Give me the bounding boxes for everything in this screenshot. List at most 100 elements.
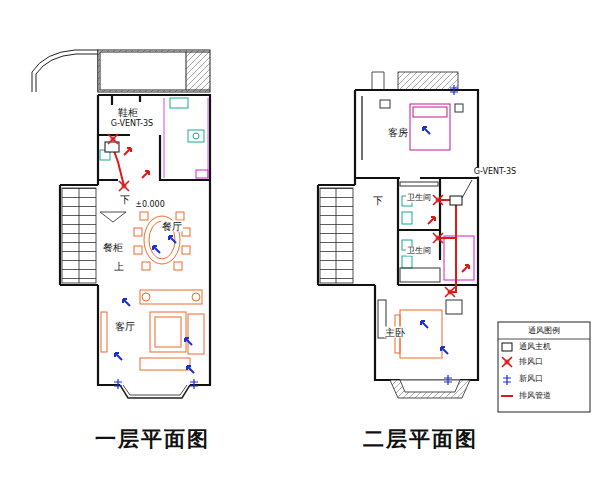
room-label: 主卧 [384, 327, 406, 338]
legend-box-part [498, 322, 590, 412]
floor1-kitchen-part [193, 133, 199, 139]
floor1-dining-table-part [134, 246, 142, 254]
floor1-dining-table-part [176, 212, 184, 220]
floor2-ventilation-part [440, 200, 456, 292]
floor1-dining-table-part [182, 246, 190, 254]
floor1-ventilation-part [187, 366, 194, 373]
floor2-bottom-bay [390, 380, 470, 398]
floor1-living-furniture-part [101, 312, 107, 352]
floor2-guest-bed [380, 100, 463, 150]
floor2-ventilation-part [441, 347, 448, 354]
floor2-ventilation-part [462, 265, 469, 272]
room-label: G-VENT-3S [473, 168, 517, 177]
floor2-ventilation-part [450, 196, 462, 205]
floor1-living-furniture-part [188, 314, 204, 354]
floor1-stair-part [100, 212, 126, 222]
floor1-terrace-part [98, 50, 210, 92]
floor2-guest-bed-part [380, 100, 390, 108]
floor2-ventilation-part [421, 321, 428, 328]
floor2-walls [318, 90, 478, 380]
room-label: 下 [372, 195, 384, 206]
floor2-guest-bed-part [455, 104, 463, 112]
floor2-bathroom-fixtures-part [402, 256, 412, 268]
room-label: G-VENT-3S [110, 120, 154, 129]
legend-text: 排风口 [518, 358, 544, 367]
floor2-bathroom-fixtures-part [400, 182, 438, 186]
floor1-walls-part [60, 185, 98, 285]
floor1-dining-table-part [134, 228, 142, 236]
room-label: 卫生间 [406, 247, 432, 256]
floor1-dining-table-part [140, 212, 148, 220]
floor2-walls-part [398, 178, 478, 285]
floor2-walls-part [361, 96, 362, 160]
room-label: 卫生间 [406, 194, 432, 203]
floor2-walls-part [439, 178, 441, 260]
room-label: 客厅 [114, 321, 136, 332]
legend-box [498, 322, 590, 412]
floor1-ventilation [105, 134, 198, 389]
room-label: 下 [119, 194, 131, 205]
room-label: 上 [113, 261, 125, 272]
floor1-ventilation-part [124, 148, 131, 155]
floor2-stair-part [320, 188, 353, 283]
legend-text: 新风口 [518, 375, 544, 384]
floor2-master-bed-part [400, 310, 442, 358]
floor2-ventilation-part [462, 180, 472, 198]
legend-box-part [502, 343, 512, 351]
floor1-living-furniture-part [140, 358, 190, 370]
room-label: 通风图例 [527, 327, 561, 336]
legend-box-part [502, 357, 512, 367]
floor2-bathroom-fixtures-part [444, 236, 474, 280]
floor1-dining-table [134, 212, 190, 270]
floor1-ventilation-part [115, 353, 122, 360]
floor1-kitchen-part [188, 130, 204, 142]
floor2-stair-part [336, 188, 337, 283]
floor1-living-furniture-part [140, 290, 202, 304]
floor1-living-furniture [101, 290, 204, 370]
legend-box-part [503, 375, 511, 385]
legend-box-part [498, 339, 590, 340]
floor1-living-furniture-part [150, 312, 186, 352]
floor2-master-bed-part [446, 300, 462, 314]
floor1-dining-table-part [174, 262, 182, 270]
floor1-ventilation-part [113, 148, 124, 186]
floor1-terrace [32, 50, 210, 92]
floor1-ventilation-part [190, 379, 198, 389]
room-label: 鞋柜 [117, 107, 139, 118]
floor2-ventilation-part [433, 195, 443, 205]
floor2-ventilation-part [423, 127, 430, 134]
floor1-terrace-part [32, 50, 98, 92]
floor2-ventilation-part [440, 237, 456, 239]
floor1-terrace-part [100, 52, 186, 90]
floor1-ventilation-part [142, 171, 149, 178]
floor1-stair [62, 188, 126, 283]
floor1-ventilation-part [108, 134, 118, 144]
floor2-walls-part [318, 185, 375, 285]
floor1-living-furniture-part [155, 317, 181, 347]
floor1-stair-part [62, 188, 96, 283]
legend-text: 排风管道 [518, 392, 552, 401]
floor1-kitchen-part [170, 98, 188, 108]
floor2-top-bay-part [372, 72, 384, 90]
floor1-living-furniture-part [192, 293, 200, 301]
room-label: 客房 [387, 127, 409, 138]
legend-box-part [501, 395, 513, 397]
floor1-terrace-part [36, 54, 98, 92]
floor1-kitchen-part [164, 98, 208, 178]
floor2-top-bay [372, 72, 458, 90]
floor1-kitchen [100, 98, 208, 178]
floor1-dining-table-part [142, 262, 150, 270]
floor1-ventilation-part [169, 236, 176, 243]
floor2-bathroom-fixtures-part [402, 212, 412, 224]
floor1-walls-part [98, 95, 210, 385]
floor1-bay-window [120, 385, 190, 398]
legend-text: 通风主机 [518, 343, 552, 352]
floor1-bay-window-part [123, 385, 187, 395]
floor2-ventilation-part [433, 233, 443, 243]
floor2-ventilation-part [450, 85, 458, 95]
floor1-dining-table-part [182, 228, 190, 236]
room-label: ±0.000 [134, 201, 166, 210]
plan-caption: 二层平面图 [362, 428, 479, 451]
floor1-ventilation-part [153, 246, 160, 253]
